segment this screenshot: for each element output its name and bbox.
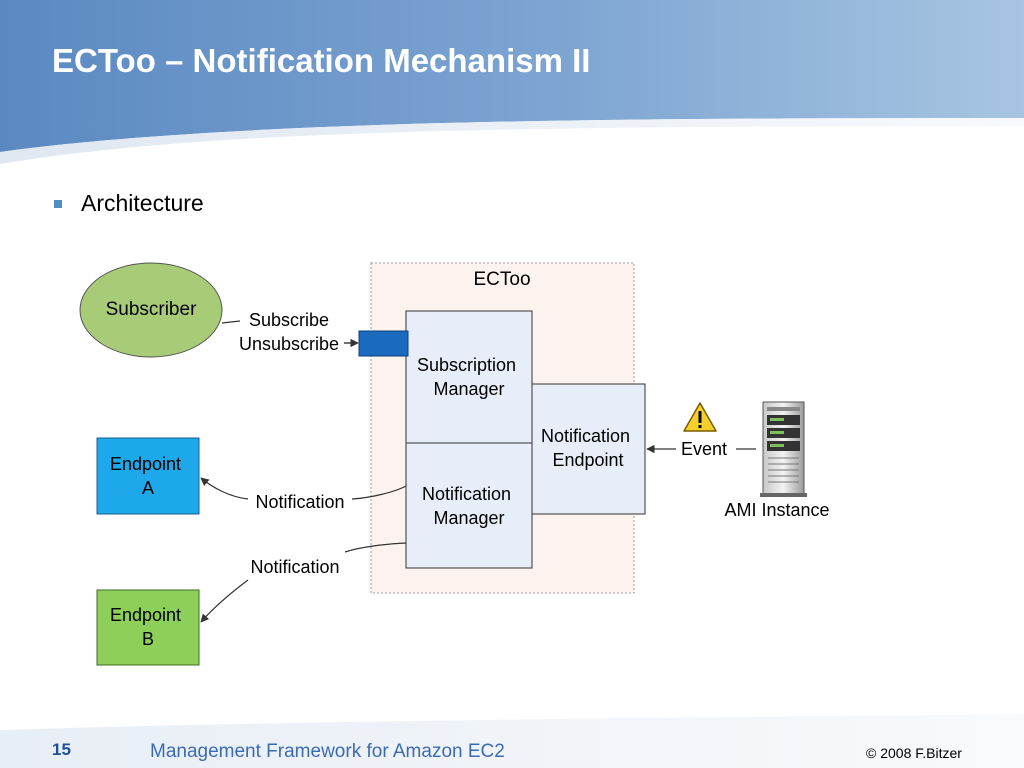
bullet-text: Architecture bbox=[81, 190, 204, 216]
subscribe-label: Subscribe bbox=[249, 310, 329, 330]
slide-number: 15 bbox=[52, 740, 71, 759]
endpoint-b-line1: Endpoint bbox=[110, 605, 181, 625]
slide-title: ECToo – Notification Mechanism II bbox=[52, 42, 591, 79]
svg-text:Subscription Manager: Subscription Manager bbox=[417, 355, 521, 399]
footer-banner bbox=[0, 714, 1024, 768]
bullet-square-icon bbox=[54, 199, 62, 208]
subscription-manager-line1: Subscription bbox=[417, 355, 516, 375]
copyright-text: © 2008 F.Bitzer bbox=[866, 745, 962, 761]
notification-manager-box: Notification Manager bbox=[405, 442, 533, 569]
bullet-item: Architecture bbox=[54, 190, 204, 217]
ectoo-container-label: ECToo bbox=[473, 269, 530, 290]
endpoint-a-node: Endpoint A bbox=[96, 437, 200, 515]
subscription-manager-line2: Manager bbox=[433, 379, 504, 399]
subscription-manager-box: Subscription Manager bbox=[405, 310, 533, 444]
event-label: Event bbox=[681, 439, 727, 459]
notification-b-arrow bbox=[344, 542, 407, 553]
notification-b-label: Notification bbox=[250, 557, 339, 577]
endpoint-a-line1: Endpoint bbox=[110, 454, 181, 474]
ami-instance-label: AMI Instance bbox=[724, 500, 829, 520]
footer-title: Management Framework for Amazon EC2 bbox=[150, 741, 505, 762]
subscriber-label: Subscriber bbox=[106, 299, 197, 320]
unsubscribe-label: Unsubscribe bbox=[239, 334, 339, 354]
endpoint-b-node: Endpoint B bbox=[96, 589, 200, 666]
svg-text:Endpoint A: Endpoint A bbox=[110, 454, 186, 498]
svg-text:Notification Endpoint: Notification Endpoint bbox=[541, 426, 635, 470]
endpoint-b-line2: B bbox=[142, 629, 154, 649]
header-banner bbox=[0, 0, 1024, 164]
svg-text:Notification Manager: Notification Manager bbox=[422, 484, 516, 528]
notification-endpoint-box: Notification Endpoint bbox=[531, 383, 646, 515]
notification-manager-line2: Manager bbox=[433, 508, 504, 528]
server-icon bbox=[760, 401, 807, 497]
warning-icon bbox=[683, 402, 717, 432]
notification-endpoint-line2: Endpoint bbox=[552, 450, 623, 470]
notification-endpoint-line1: Notification bbox=[541, 426, 630, 446]
notification-a-arrow bbox=[351, 485, 407, 500]
svg-text:Endpoint B: Endpoint B bbox=[110, 605, 186, 649]
notification-manager-line1: Notification bbox=[422, 484, 511, 504]
notification-a-label: Notification bbox=[255, 492, 344, 512]
subscriber-node: Subscriber bbox=[79, 262, 223, 358]
subscription-interface-port bbox=[358, 330, 409, 357]
endpoint-a-line2: A bbox=[142, 478, 154, 498]
